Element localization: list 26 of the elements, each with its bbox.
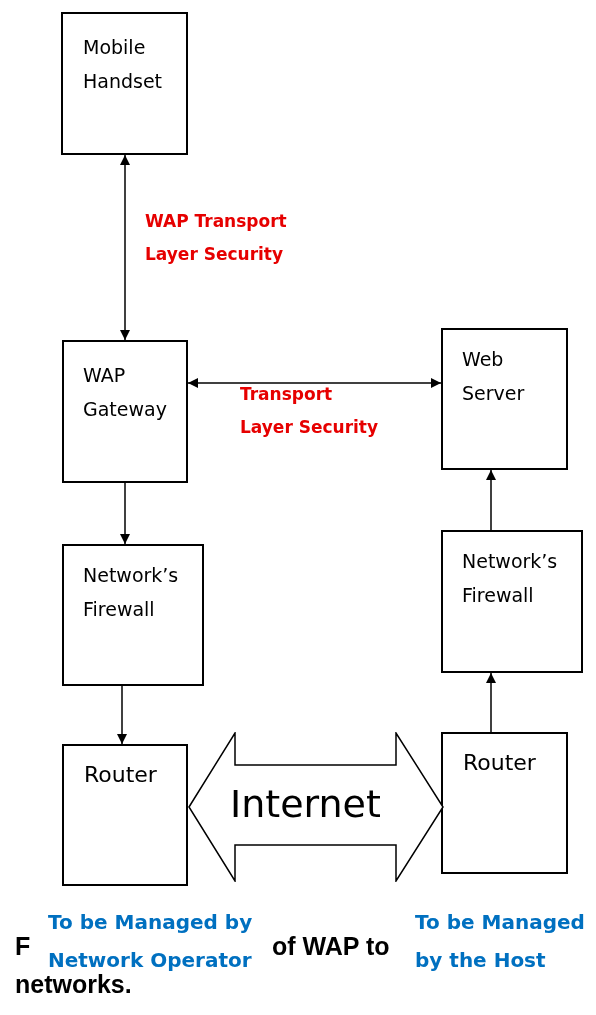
node-label: Internet xyxy=(230,782,381,826)
arrow xyxy=(117,685,127,745)
annotation-text: To be Managed by the Host xyxy=(415,909,586,974)
node-label: Router xyxy=(463,749,537,777)
caption-text: of WAP to xyxy=(272,932,390,961)
double-arrow-shape xyxy=(188,732,444,882)
process-box xyxy=(441,328,568,470)
process-box xyxy=(441,530,583,673)
node-label: Web Server xyxy=(462,347,526,406)
edge-label: WAP Transport Layer Security xyxy=(145,210,288,266)
node-label: Router xyxy=(84,761,158,789)
arrow xyxy=(486,672,496,733)
node-label: Network’s Firewall xyxy=(462,549,559,608)
arrow xyxy=(120,154,130,341)
process-box xyxy=(62,340,188,483)
process-box xyxy=(441,732,568,874)
process-box xyxy=(62,544,204,686)
arrow xyxy=(120,482,130,545)
node-label: Network’s Firewall xyxy=(83,563,180,622)
edge-label: Transport Layer Security xyxy=(240,383,380,439)
arrow xyxy=(187,378,442,388)
arrow xyxy=(486,469,496,531)
caption-text: F xyxy=(15,932,31,961)
process-box xyxy=(62,744,188,886)
node-label: Mobile Handset xyxy=(83,35,163,94)
process-box xyxy=(61,12,188,155)
